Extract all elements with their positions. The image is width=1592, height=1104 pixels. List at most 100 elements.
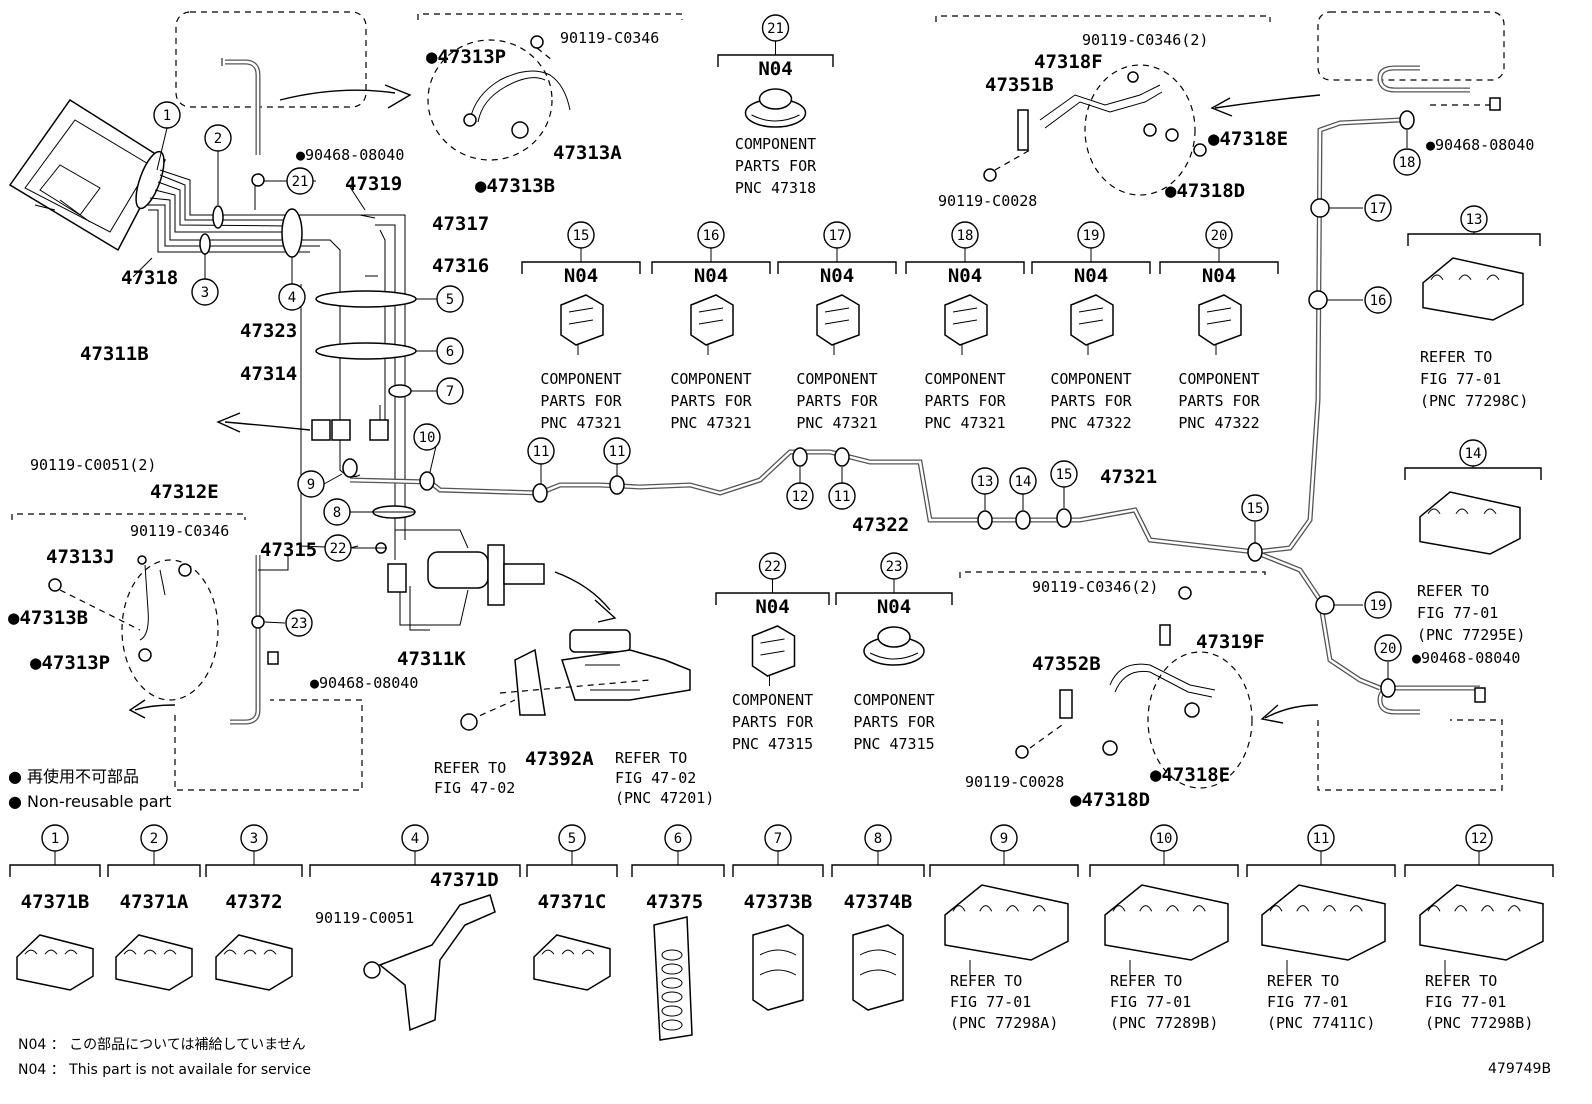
component-box-20-code: N04 [1202,265,1236,287]
legend: ● 再使用不可部品 ● Non-reusable part N04 ： この部品… [8,767,1551,1078]
component-box-19-code: N04 [1074,265,1108,287]
multi-clip-icon [1261,884,1386,961]
callout-3-bottom: 3 [240,824,268,852]
clip-icon [115,934,193,991]
hose-inset-left [11,513,246,719]
clip-icon [215,934,293,991]
bottom-item-4-bracket [309,864,521,877]
label-90119-C0346-left: 90119-C0346 [130,522,229,540]
component-box-21-code: N04 [758,58,792,80]
callout-9-bottom-number: 9 [1000,831,1008,847]
label-47323: 47323 [240,320,297,342]
component-box-20-bracket [1159,261,1279,274]
label-90468-08040-left: ●90468-08040 [310,674,418,692]
bracket-icon [378,894,496,1032]
label-47313P-top: ●47313P [426,46,506,68]
component-box-23-line2: PARTS FOR [853,713,935,731]
callout-12-number: 12 [792,489,809,505]
bottom-item-3-bracket [205,864,303,877]
grommet-icon [744,88,807,128]
component-box-18-line2: PARTS FOR [924,392,1006,410]
component-box-23-bracket [835,592,953,605]
callout-15a: 15 [1050,460,1078,488]
component-box-17-line1: COMPONENT [796,370,877,388]
label-47319F: 47319F [1196,631,1265,653]
bottom-item-10-line3: (PNC 77289B) [1110,1014,1218,1032]
refer-box-14-line3: (PNC 77295E) [1417,626,1525,644]
component-box-16-line1: COMPONENT [670,370,751,388]
label-90119-C0051-2: 90119-C0051(2) [30,456,156,474]
clip-icon [1070,294,1114,355]
callout-2-bottom-number: 2 [150,831,158,847]
component-box-17-line3: PNC 47321 [796,414,877,432]
body-box-top-right [1317,11,1505,111]
component-box-18-line1: COMPONENT [924,370,1005,388]
callout-22-box: 22 [758,552,787,580]
bottom-item-7-part: 47373B [744,891,813,913]
component-box-19-line1: COMPONENT [1050,370,1131,388]
bottom-item-6: 6 47375 [631,824,725,1041]
pedal-assembly [460,629,691,731]
clip-icon [1198,294,1242,355]
label-47313P-left: ●47313P [30,652,110,674]
bottom-item-11-line2: FIG 77-01 [1267,993,1348,1011]
label-47316: 47316 [432,255,489,277]
component-box-18-code: N04 [948,265,982,287]
clip-icon [751,625,796,686]
callout-16-number: 16 [1370,293,1387,309]
callout-2-number: 2 [214,131,222,147]
component-box-22-line3: PNC 47315 [732,735,813,753]
callout-12: 12 [786,482,814,510]
label-47351B: 47351B [985,74,1054,96]
bottom-item-11-line3: (PNC 77411C) [1267,1014,1375,1032]
callout-8: 8 [323,498,351,526]
callout-5-bottom: 5 [558,824,586,852]
label-47311K: 47311K [397,648,466,670]
component-box-15-line2: PARTS FOR [540,392,622,410]
label-90119-C0028-top: 90119-C0028 [938,192,1037,210]
callout-2-bottom: 2 [140,824,168,852]
bottom-item-6-part: 47375 [646,891,703,913]
callout-9-number: 9 [307,477,315,493]
engine-area-box [175,11,412,155]
callout-15b: 15 [1241,494,1269,522]
bottom-item-4-bolt: 90119-C0051 [315,909,414,927]
component-box-17-line2: PARTS FOR [796,392,878,410]
callout-23-box-number: 23 [886,559,903,575]
label-47318E-lower: ●47318E [1150,764,1230,786]
callout-15-box-number: 15 [573,228,590,244]
component-box-15-bracket [521,261,641,274]
callout-17-box-number: 17 [829,228,846,244]
label-47321: 47321 [1100,466,1157,488]
callout-14-refer-number: 14 [1465,446,1482,462]
component-box-15-code: N04 [564,265,598,287]
callout-20-box-number: 20 [1211,228,1228,244]
callout-2: 2 [204,124,232,152]
component-box-21-line2: PARTS FOR [735,157,817,175]
callout-4-number: 4 [288,290,296,306]
bottom-item-2-bracket [107,864,201,877]
callout-6-bottom-number: 6 [674,831,682,847]
clamp-rings [315,290,437,519]
callout-10: 10 [413,423,441,451]
callout-19-number: 19 [1370,598,1387,614]
callout-20: 20 [1374,634,1402,662]
figure-id: 479749B [1488,1061,1551,1077]
callout-11c-number: 11 [834,489,851,505]
callout-17: 17 [1364,194,1392,222]
callout-7: 7 [436,377,464,405]
component-box-22-line2: PARTS FOR [732,713,814,731]
bottom-item-9-bracket [929,864,1079,877]
